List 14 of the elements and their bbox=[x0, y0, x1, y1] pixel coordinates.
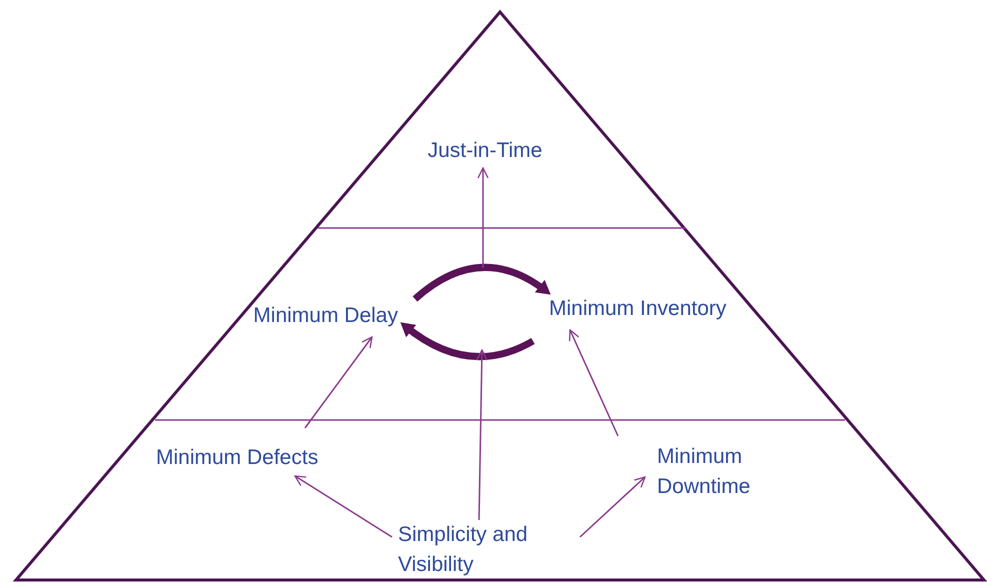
tier-label: Minimum Inventory bbox=[549, 294, 754, 324]
tier-label: Minimum Downtime bbox=[657, 442, 767, 502]
tier-label: Just-in-Time bbox=[420, 136, 550, 166]
arrow bbox=[568, 329, 619, 436]
arrow bbox=[304, 336, 373, 428]
tier-label: Minimum Delay bbox=[226, 301, 398, 331]
arrow bbox=[580, 476, 646, 538]
tier-label: Simplicity and Visibility bbox=[398, 520, 550, 580]
arrow bbox=[476, 349, 488, 520]
cycle-arrow bbox=[412, 264, 551, 302]
arrow bbox=[294, 475, 392, 538]
arrow bbox=[477, 167, 489, 268]
cycle-arrow bbox=[400, 322, 535, 360]
tier-label: Minimum Defects bbox=[156, 443, 346, 473]
